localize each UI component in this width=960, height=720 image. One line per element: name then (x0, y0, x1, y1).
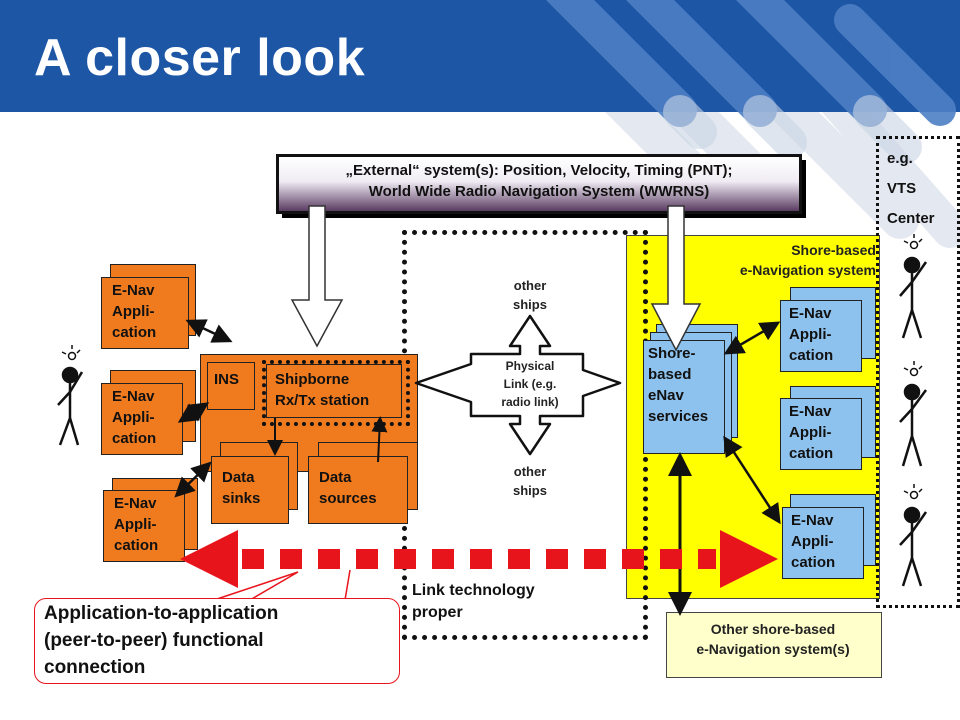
connector-sources-rxtx (371, 416, 388, 463)
external-system-box (276, 154, 802, 214)
pnt-arrow-ship (290, 205, 344, 348)
p2p-callout-box (34, 598, 400, 684)
connector-app1-ship (185, 319, 233, 343)
other-shore-systems-label: Other shore-based e-Navigation system(s) (696, 621, 850, 657)
shipborne-rxtx-box: Shipborne Rx/Tx station (266, 364, 402, 418)
person-vts-3-icon (899, 506, 928, 587)
other-ships-bottom-label: other ships (513, 464, 547, 498)
link-technology-label: Link technology proper (412, 582, 535, 621)
physical-link-arrow (414, 314, 622, 456)
page-title: A closer look (34, 29, 366, 87)
connector-services-shore1 (723, 321, 781, 355)
shore-based-system-label: Shore-based e-Navigation system (739, 242, 876, 278)
p2p-arrow-right-head (720, 530, 778, 588)
person-vts-1-icon (899, 256, 928, 339)
connector-app3-sinks (174, 461, 212, 498)
p2p-callout-label: Application-to-application (peer-to-peer… (44, 603, 279, 678)
shipborne-rxtx-label: Shipborne Rx/Tx station (275, 371, 370, 409)
data-sinks-label: Data sinks (222, 469, 261, 507)
vts-center-frame (876, 136, 960, 608)
other-shore-systems-box (666, 612, 882, 678)
rxtx-dotted-frame (262, 360, 410, 426)
pnt-arrow-shore (650, 205, 702, 352)
person-ship-icon (57, 366, 84, 446)
physical-link-label: Physical Link (e.g. radio link) (501, 359, 559, 409)
ins-box: INS (207, 362, 255, 410)
connector-services-shore3 (723, 435, 781, 525)
data-sources-box: Data sources (308, 456, 408, 524)
connector-app2-ship (177, 402, 210, 423)
external-system-label: „External“ system(s): Position, Velocity… (345, 162, 733, 200)
callout-pointer-line (344, 569, 351, 601)
lightbulb-vts-2-icon (903, 361, 923, 377)
other-ships-top-label: other ships (513, 278, 547, 312)
lightbulb-ship-icon (61, 345, 81, 361)
data-sinks-box: Data sinks (211, 456, 289, 524)
person-vts-2-icon (899, 383, 928, 467)
p2p-arrow-left-head (180, 530, 238, 588)
vts-center-label: e.g. VTS Center (887, 150, 935, 227)
ins-label: INS (214, 371, 240, 388)
data-sources-label: Data sources (319, 469, 377, 507)
lightbulb-vts-1-icon (903, 234, 923, 250)
callout-pointer (213, 571, 299, 601)
lightbulb-vts-3-icon (903, 484, 923, 500)
